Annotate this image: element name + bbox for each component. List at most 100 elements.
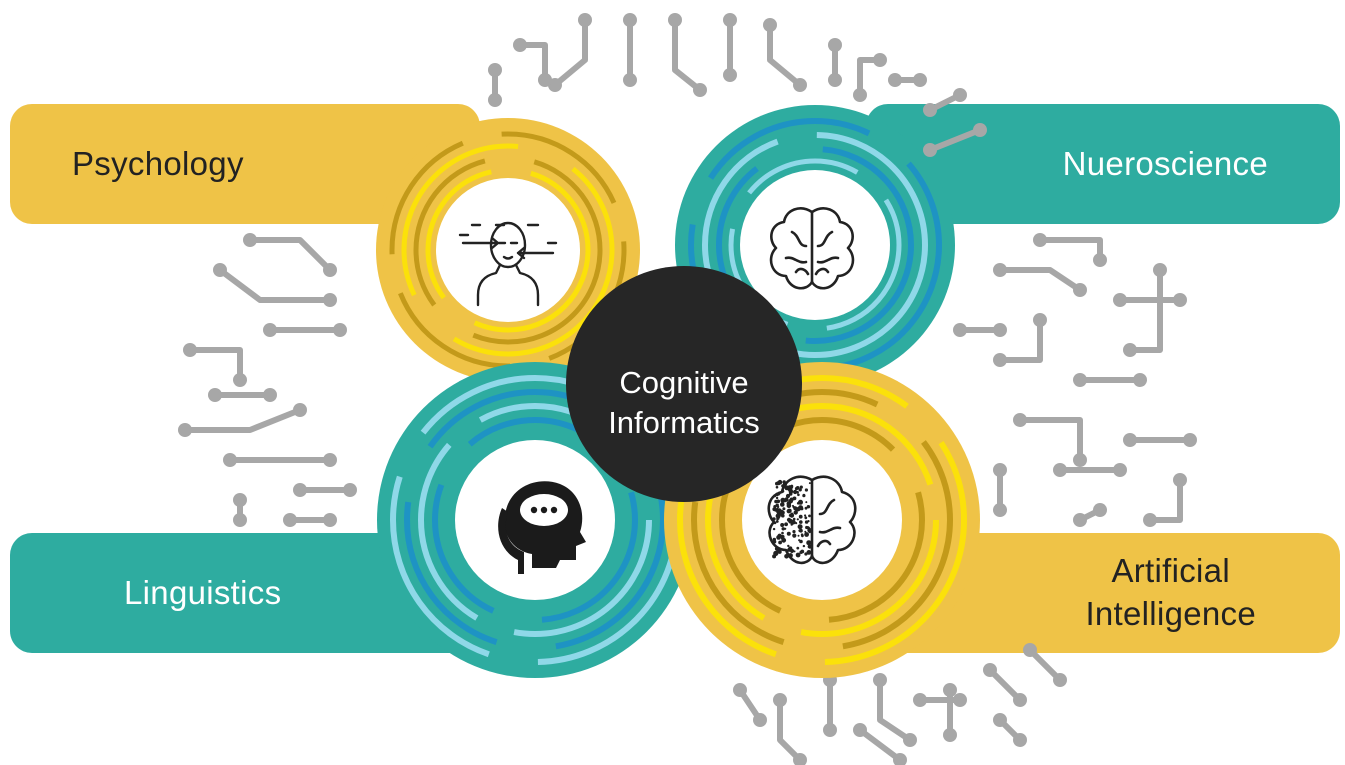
circuit-node (233, 373, 247, 387)
circuit-node (1033, 313, 1047, 327)
circuit-node (923, 103, 937, 117)
circuit-node (1113, 463, 1127, 477)
circuit-trace (217, 267, 333, 303)
brain-stipple-dot (808, 514, 811, 518)
circuit-trace (517, 42, 548, 83)
brain-stipple-dot (780, 523, 785, 527)
brain-stipple-dot (795, 552, 801, 558)
center-circle (566, 266, 802, 502)
circuit-trace (672, 17, 703, 93)
circuit-node (1013, 733, 1027, 747)
circuit-node (1073, 283, 1087, 297)
circuit-node (1183, 433, 1197, 447)
brain-stipple-dot (781, 489, 785, 493)
circuit-node (873, 673, 887, 687)
circuit-node (828, 38, 842, 52)
circuit-trace (777, 697, 803, 763)
circuit-node (973, 123, 987, 137)
brain-stipple-dot (804, 506, 808, 510)
circuit-trace (1127, 267, 1163, 353)
circuit-background (178, 13, 1197, 765)
brain-stipple-dot (775, 514, 779, 518)
circuit-node (993, 463, 1007, 477)
circuit-node (753, 713, 767, 727)
circuit-node (723, 68, 737, 82)
circuit-node (1073, 513, 1087, 527)
person-focus-icon (458, 221, 558, 307)
brain-stipple-dot (802, 494, 806, 498)
brain-stipple-dot (777, 549, 782, 554)
brain-stipple-dot (797, 493, 800, 497)
circuit-node (1123, 433, 1137, 447)
brain-stipple-dot (808, 530, 811, 534)
brain-stipple-dot (786, 508, 792, 514)
brain-stipple-dot (777, 491, 781, 495)
circuit-node (953, 323, 967, 337)
brain-stipple-dot (804, 516, 808, 520)
brain-stipple-dot (775, 496, 779, 500)
brain-stipple-dot (799, 505, 802, 508)
brain-stipple-dot (804, 514, 807, 517)
circuit-trace (997, 317, 1043, 363)
circuit-trace (1037, 237, 1103, 263)
digital-brain-icon (767, 475, 857, 565)
brain-stipple-dot (798, 514, 803, 519)
circuit-node (993, 263, 1007, 277)
brain-stipple-dot (792, 530, 796, 534)
brain-icon (769, 207, 855, 290)
brain-stipple-dot (797, 534, 800, 537)
brain-stipple-dot (792, 533, 797, 538)
brain-stipple-dot (792, 504, 794, 507)
brain-stipple-dot (781, 484, 785, 488)
circuit-node (323, 263, 337, 277)
circuit-node (993, 353, 1007, 367)
brain-stipple-dot (784, 522, 788, 527)
brain-stipple-dot (776, 535, 781, 540)
brain-stipple-dot (794, 487, 799, 491)
brain-stipple-dot (804, 532, 809, 537)
circuit-node (953, 88, 967, 102)
circuit-node (233, 493, 247, 507)
brain-stipple-dot (782, 480, 786, 484)
brain-stipple-dot (798, 539, 801, 542)
circuit-node (1093, 253, 1107, 267)
circuit-trace (1147, 477, 1183, 523)
circuit-node (1133, 373, 1147, 387)
circuit-node (623, 73, 637, 87)
brain-stipple-dot (772, 517, 776, 521)
circuit-trace (187, 347, 243, 383)
brain-stipple-dot (806, 540, 812, 546)
brain-stipple-dot (780, 534, 785, 539)
brain-stipple-dot (805, 501, 808, 504)
circuit-node (993, 713, 1007, 727)
brain-stipple-dot (776, 480, 781, 486)
circuit-node (668, 13, 682, 27)
ai-label: Artificial Intelligence (1085, 550, 1256, 636)
circuit-trace (987, 667, 1023, 703)
brain-stipple-dot (804, 488, 808, 492)
brain-stipple-dot (786, 531, 791, 536)
circuit-node (733, 683, 747, 697)
brain-stipple-dot (798, 529, 802, 532)
brain-stipple-dot (776, 518, 779, 521)
ai-label-line2: Intelligence (1085, 595, 1256, 632)
circuit-node (323, 293, 337, 307)
circuit-node (943, 683, 957, 697)
brain-stipple-dot (798, 499, 803, 505)
brain-stipple-dot (807, 526, 810, 529)
circuit-node (993, 503, 1007, 517)
brain-stipple-dot (788, 553, 793, 558)
brain-stipple-dot (787, 485, 793, 491)
brain-stipple-dot (788, 498, 793, 504)
brain-stipple-dot (772, 540, 777, 544)
brain-stipple-dot (797, 524, 803, 530)
circuit-node (488, 93, 502, 107)
circuit-node (1123, 343, 1137, 357)
circuit-node (208, 388, 222, 402)
brain-stipple-dot (796, 546, 800, 550)
circuit-node (323, 453, 337, 467)
brain-stipple-dot (788, 492, 793, 496)
brain-stipple-dot (790, 513, 794, 518)
psychology-lobe (376, 118, 640, 382)
circuit-trace (997, 267, 1083, 293)
